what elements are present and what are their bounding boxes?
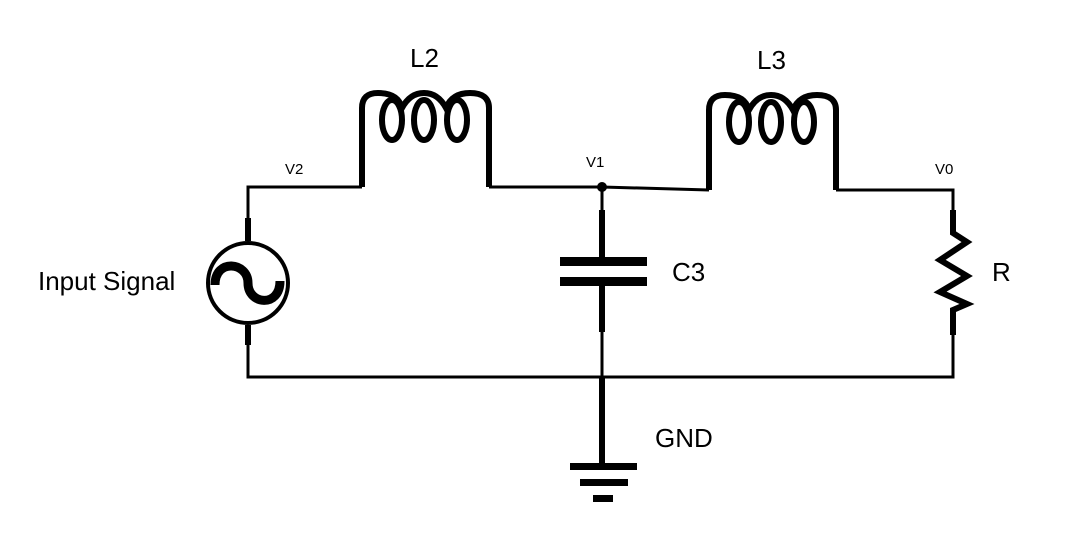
label-input-signal: Input Signal	[38, 266, 176, 296]
node-v1-dot	[597, 182, 607, 192]
label-v2: V2	[285, 161, 304, 178]
label-v0: V0	[935, 161, 954, 178]
inductor-l2-symbol	[359, 89, 492, 187]
label-c3: C3	[672, 257, 706, 287]
label-gnd: GND	[655, 423, 713, 453]
label-r: R	[992, 257, 1011, 287]
label-v1: V1	[586, 154, 605, 171]
label-l3: L3	[757, 45, 786, 75]
resistor-r-symbol	[933, 210, 975, 335]
label-l2: L2	[410, 43, 439, 73]
capacitor-c3-symbol	[560, 210, 647, 332]
ground-symbol	[570, 377, 637, 502]
inductor-l3-symbol	[706, 91, 839, 190]
ac-source-symbol	[206, 218, 290, 345]
wire-source-to-l2	[246, 185, 362, 218]
wire-l3-to-v0	[836, 188, 955, 210]
